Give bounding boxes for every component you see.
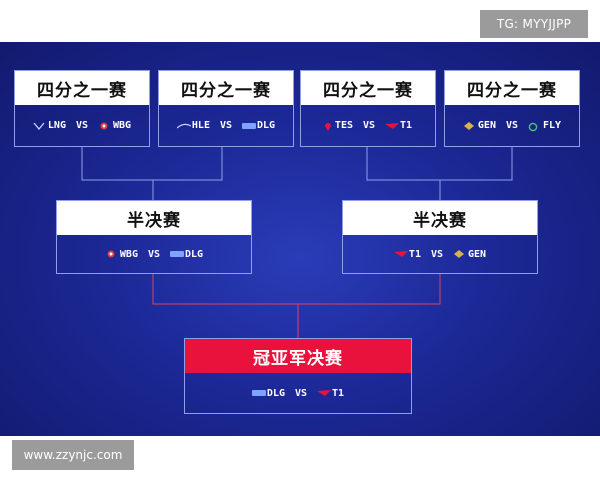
- quarterfinal-title: 四分之一赛: [15, 71, 149, 105]
- t1-logo-icon: [385, 122, 400, 130]
- team-name: GEN: [468, 248, 487, 260]
- vs-label: VS: [362, 120, 376, 131]
- match-row: T1 VS GEN: [343, 235, 537, 273]
- team-name: T1: [400, 120, 413, 131]
- match-row: HLE VS DLG: [159, 105, 293, 146]
- wbg-logo-icon: [105, 250, 117, 258]
- team-name: TES: [334, 120, 353, 131]
- quarterfinal-title: 四分之一赛: [301, 71, 435, 105]
- team-name: DLG: [185, 248, 204, 260]
- quarterfinal-card-2: 四分之一赛 HLE VS DLG: [158, 70, 294, 147]
- team-entry: LNG: [33, 120, 66, 131]
- connector-qf-left: [81, 147, 223, 181]
- watermark-bottom: www.zzynjc.com: [12, 440, 134, 470]
- t1-logo-icon: [393, 250, 408, 258]
- quarterfinal-title: 四分之一赛: [159, 71, 293, 105]
- watermark-top: TG: MYYJJPP: [480, 10, 588, 38]
- vs-label: VS: [505, 120, 519, 131]
- final-card: 冠亚军决赛 DLG VS T1: [184, 338, 412, 414]
- match-row: DLG VS T1: [185, 373, 411, 413]
- team-entry: WBG: [105, 249, 138, 260]
- gen-logo-icon: [463, 121, 475, 130]
- quarterfinal-title: 四分之一赛: [445, 71, 579, 105]
- match-row: GEN VS FLY: [445, 105, 579, 146]
- fly-logo-icon: [528, 122, 540, 131]
- team-name: DLG: [257, 120, 276, 131]
- hle-logo-icon: [176, 122, 192, 130]
- wbg-logo-icon: [98, 122, 110, 130]
- bracket-connectors: [81, 147, 513, 338]
- team-entry: FLY: [528, 120, 561, 131]
- team-name: WBG: [119, 248, 138, 260]
- vs-label: VS: [75, 120, 89, 131]
- team-entry: DLG: [242, 120, 275, 131]
- semifinal-card-1: 半决赛 WBG VS DLG: [56, 200, 252, 274]
- team-entry: TES: [324, 120, 353, 131]
- team-entry: T1: [385, 120, 412, 131]
- team-name: LNG: [47, 120, 66, 131]
- bracket-board: 四分之一赛 LNG VS WBG 四分之一赛: [0, 42, 600, 436]
- dlg-logo-icon: [251, 389, 266, 397]
- semifinal-title: 半决赛: [343, 201, 537, 235]
- gen-logo-icon: [453, 250, 465, 258]
- team-entry: GEN: [463, 120, 496, 131]
- team-name: T1: [408, 248, 421, 260]
- team-entry: GEN: [453, 249, 486, 260]
- team-entry: WBG: [98, 120, 131, 131]
- team-name: WBG: [113, 120, 132, 131]
- team-entry: DLG: [251, 387, 285, 399]
- connector-qf-right: [366, 147, 513, 181]
- team-entry: T1: [393, 248, 421, 260]
- semifinal-card-2: 半决赛 T1 VS GEN: [342, 200, 538, 274]
- quarterfinal-card-4: 四分之一赛 GEN VS FLY: [444, 70, 580, 147]
- vs-label: VS: [430, 248, 444, 260]
- quarterfinal-card-1: 四分之一赛 LNG VS WBG: [14, 70, 150, 147]
- t1-logo-icon: [317, 389, 332, 397]
- team-entry: DLG: [170, 249, 203, 260]
- lng-logo-icon: [33, 122, 45, 130]
- team-name: T1: [332, 387, 345, 399]
- connector-sf: [152, 274, 441, 305]
- dlg-logo-icon: [170, 250, 185, 258]
- match-row: WBG VS DLG: [57, 235, 251, 273]
- team-name: DLG: [266, 387, 285, 399]
- semifinal-title: 半决赛: [57, 201, 251, 235]
- vs-label: VS: [219, 120, 233, 131]
- team-entry: HLE: [176, 120, 210, 131]
- vs-label: VS: [147, 248, 161, 260]
- vs-label: VS: [294, 387, 308, 399]
- team-name: FLY: [543, 120, 562, 131]
- team-entry: T1: [317, 388, 344, 399]
- final-title: 冠亚军决赛: [185, 339, 411, 373]
- tes-logo-icon: [324, 122, 332, 131]
- team-name: GEN: [477, 120, 496, 131]
- team-name: HLE: [191, 120, 210, 131]
- match-row: LNG VS WBG: [15, 105, 149, 146]
- quarterfinal-card-3: 四分之一赛 TES VS T1: [300, 70, 436, 147]
- match-row: TES VS T1: [301, 105, 435, 146]
- dlg-logo-icon: [242, 122, 257, 130]
